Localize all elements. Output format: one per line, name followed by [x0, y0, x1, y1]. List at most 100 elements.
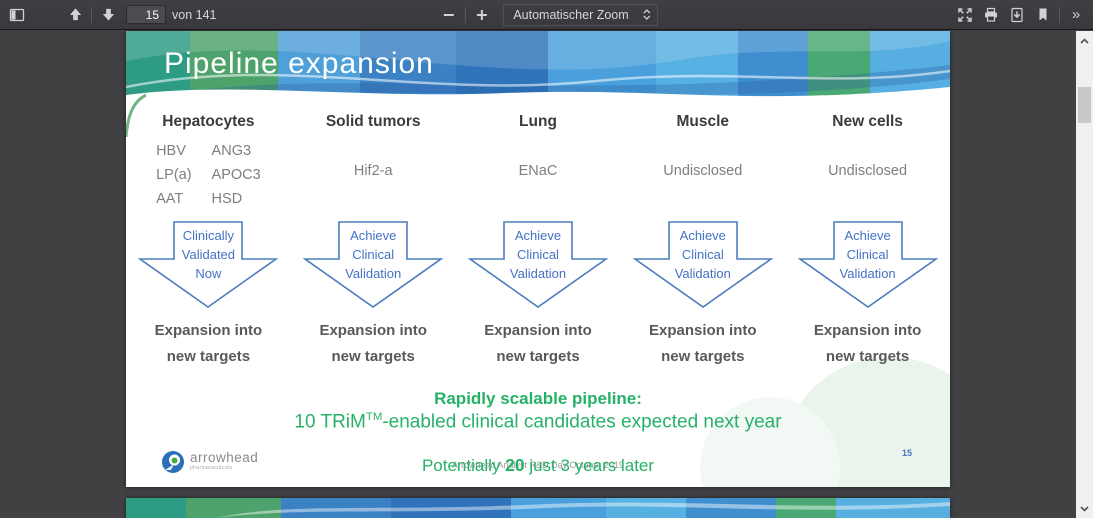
target-item: Undisclosed [828, 163, 908, 179]
toolbar-separator [464, 6, 466, 23]
chevron-up-icon [1080, 37, 1089, 44]
column-header: Hepatocytes [162, 113, 255, 130]
column-targets: ENaC [456, 137, 621, 221]
sidebar-toggle-button[interactable] [4, 2, 30, 28]
down-block-arrow-icon [632, 221, 773, 308]
deck-footer-label: Arrowhead Analyst R&D Day October 2019 [451, 460, 625, 470]
sidebar-toggle-icon [9, 8, 25, 21]
vertical-scrollbar[interactable] [1076, 31, 1093, 518]
scrollbar-thumb[interactable] [1078, 87, 1091, 123]
column-new-cells: New cells Undisclosed Achieve Clinical V… [785, 109, 950, 370]
expansion-label: Expansion into new targets [649, 322, 757, 365]
print-button[interactable] [978, 2, 1004, 28]
previous-page-button[interactable] [62, 2, 88, 28]
next-page-mosaic-graphic [126, 498, 950, 518]
column-targets: Undisclosed [785, 137, 950, 221]
printer-icon [985, 7, 997, 22]
plus-icon [476, 9, 487, 20]
validation-arrow: Achieve Clinical Validation [620, 221, 785, 311]
toolbar-separator [91, 6, 92, 23]
download-button[interactable] [1004, 2, 1030, 28]
toolbar-center-group: Automatischer Zoom [435, 2, 658, 28]
target-item: APOC3 [211, 167, 261, 183]
arrow-caption: Clinically Validated Now [181, 228, 236, 281]
logo-text: arrowhead pharmaceuticals [190, 450, 259, 472]
column-header: New cells [832, 113, 903, 130]
scroll-down-button[interactable] [1076, 501, 1093, 516]
arrowhead-logo: arrowhead pharmaceuticals [162, 451, 258, 473]
chevron-down-icon [1080, 505, 1089, 512]
toolbar-right-group: » [952, 2, 1089, 28]
minus-icon [443, 13, 454, 16]
zoom-out-button[interactable] [435, 2, 461, 28]
zoom-level-select[interactable]: Automatischer Zoom [502, 3, 658, 26]
slide-header-banner [126, 31, 950, 109]
bookmark-icon [1039, 8, 1047, 21]
column-header: Solid tumors [325, 113, 421, 130]
page-number-input[interactable] [126, 5, 166, 24]
expansion-label: Expansion into new targets [319, 322, 427, 365]
column-header: Lung [519, 113, 557, 130]
arrow-up-icon [69, 8, 81, 21]
arrow-caption: Achieve Clinical Validation [674, 228, 731, 281]
arrow-down-icon [102, 8, 114, 21]
zoom-in-button[interactable] [468, 2, 494, 28]
column-targets: Undisclosed [620, 137, 785, 221]
tm-superscript: TM [365, 411, 383, 423]
down-block-arrow-icon [138, 221, 279, 308]
target-item: Hif2-a [353, 163, 393, 179]
column-targets: Hif2-a [291, 137, 456, 221]
logo-brand-sub: pharmaceuticals [190, 465, 233, 471]
pdf-page-15: Pipeline expansion Hepatocytes HBV LP(a)… [126, 31, 950, 487]
zoom-level-label: Automatischer Zoom [513, 7, 629, 22]
pdf-toolbar: von 141 Automatischer Zoom [0, 0, 1093, 30]
download-icon [1011, 7, 1023, 22]
arrow-caption: Achieve Clinical Validation [509, 228, 567, 281]
select-updown-icon [643, 9, 651, 20]
column-targets: HBV LP(a) AAT ANG3 APOC3 HSD [126, 137, 291, 221]
toolbar-separator [1059, 6, 1060, 23]
expansion-label: Expansion into new targets [154, 322, 263, 365]
next-page-button[interactable] [95, 2, 121, 28]
summary-line-2: 10 TRiMTM-enabled clinical candidates ex… [294, 411, 782, 433]
presentation-mode-button[interactable] [952, 2, 978, 28]
validation-arrow: Achieve Clinical Validation [785, 221, 950, 311]
fullscreen-icon [958, 7, 972, 22]
summary-headline: Rapidly scalable pipeline: [434, 389, 642, 408]
column-header: Muscle [676, 113, 730, 130]
scroll-up-button[interactable] [1076, 33, 1093, 48]
target-item: AAT [156, 191, 184, 207]
pdf-page-16-sliver [126, 498, 950, 518]
target-item: Undisclosed [663, 163, 743, 179]
leaf-swoosh-graphic [126, 93, 146, 137]
target-item: ANG3 [211, 143, 252, 159]
more-tools-button[interactable]: » [1071, 6, 1081, 23]
toolbar-left-group: von 141 [4, 2, 224, 28]
target-item: LP(a) [156, 167, 192, 183]
validation-arrow: Achieve Clinical Validation [291, 221, 456, 311]
arrowhead-logo-icon [162, 451, 184, 473]
header-mosaic-graphic [126, 31, 950, 109]
viewer-area: Pipeline expansion Hepatocytes HBV LP(a)… [0, 31, 1076, 518]
current-view-button[interactable] [1030, 2, 1056, 28]
logo-brand: arrowhead [190, 450, 259, 465]
validation-arrow: Achieve Clinical Validation [456, 221, 621, 311]
pipeline-columns: Hepatocytes HBV LP(a) AAT ANG3 APOC3 HSD [126, 109, 950, 370]
down-block-arrow-icon [797, 221, 938, 308]
target-item: ENaC [518, 163, 558, 179]
column-solid-tumors: Solid tumors Hif2-a Achieve Clinical Val… [291, 109, 456, 370]
summary-line-3: Potentially 20 just 3 years later [421, 455, 655, 475]
slide-page-number: 15 [901, 448, 912, 458]
expansion-label: Expansion into new targets [484, 322, 592, 365]
slide-title: Pipeline expansion [164, 47, 434, 80]
arrow-caption: Achieve Clinical Validation [839, 228, 896, 281]
column-hepatocytes: Hepatocytes HBV LP(a) AAT ANG3 APOC3 HSD [126, 109, 291, 370]
validation-arrow: Clinically Validated Now [126, 221, 291, 311]
down-block-arrow-icon [303, 221, 444, 308]
arrow-caption: Achieve Clinical Validation [345, 228, 402, 281]
page-count-label: von 141 [172, 7, 217, 22]
down-block-arrow-icon [467, 221, 608, 308]
column-lung: Lung ENaC Achieve Clinical Validation [456, 109, 621, 370]
column-muscle: Muscle Undisclosed Achieve Clinical Vali… [620, 109, 785, 370]
